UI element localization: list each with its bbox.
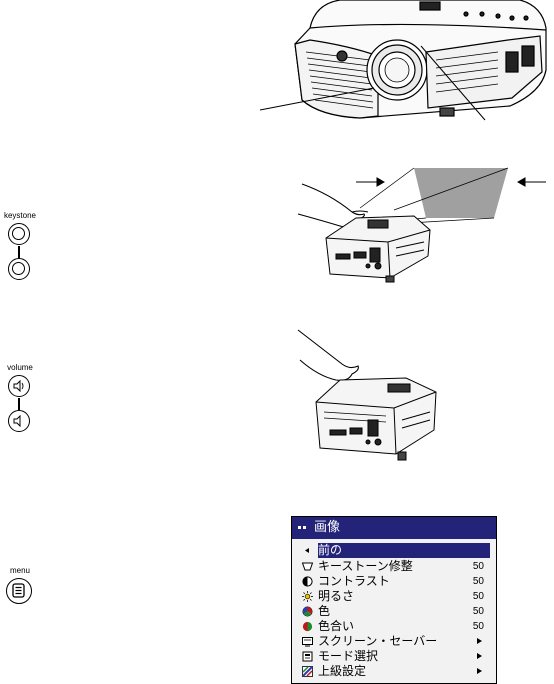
menu-item-value: 50 (473, 559, 484, 574)
osd-picture-menu: 画像 前の キーストーン修整 50 コントラスト 50 (291, 516, 497, 684)
menu-button-label: menu (0, 566, 40, 575)
keystone-up-button[interactable] (8, 223, 30, 245)
menu-item-value: 50 (473, 574, 484, 589)
keystone-button-connector (18, 246, 20, 258)
menu-item-label: 明るさ (318, 589, 354, 604)
menu-item-value: 50 (473, 619, 484, 634)
keystone-icon (302, 561, 313, 572)
menu-item-value: 50 (473, 604, 484, 619)
menu-item-mode-select[interactable]: モード選択 (292, 649, 496, 664)
submenu-arrow-icon (477, 653, 482, 659)
menu-item-label: コントラスト (318, 574, 390, 589)
speaker-down-icon (13, 415, 25, 427)
menu-list-icon (11, 583, 26, 598)
speaker-up-icon (13, 380, 25, 392)
volume-up-button[interactable] (8, 375, 30, 397)
menu-item-advanced-settings[interactable]: 上級設定 (292, 664, 496, 679)
volume-button-connector (18, 398, 20, 410)
advanced-settings-icon (302, 666, 313, 677)
menu-item-label: キーストーン修整 (318, 559, 413, 574)
volume-down-button[interactable] (8, 410, 30, 432)
mode-select-icon (302, 651, 313, 662)
contrast-icon (302, 576, 313, 587)
menu-item-contrast[interactable]: コントラスト 50 (292, 574, 496, 589)
menu-button[interactable] (6, 578, 32, 604)
volume-button-label: volume (0, 363, 40, 372)
menu-item-back[interactable]: 前の (292, 543, 496, 558)
projector-lens-illustration (250, 0, 554, 140)
submenu-arrow-icon (477, 638, 482, 644)
menu-dots-icon (298, 526, 307, 529)
osd-menu-title: 画像 (314, 517, 340, 539)
volume-adjust-illustration (296, 320, 466, 470)
menu-item-label: スクリーン・セーバー (318, 634, 437, 649)
keystone-down-button[interactable] (8, 258, 30, 280)
menu-item-color[interactable]: 色 50 (292, 604, 496, 619)
menu-item-label: モード選択 (318, 649, 378, 664)
submenu-arrow-icon (477, 668, 482, 674)
menu-item-label: 色合い (318, 619, 354, 634)
tint-icon (302, 621, 313, 632)
menu-item-brightness[interactable]: 明るさ 50 (292, 589, 496, 604)
menu-item-tint[interactable]: 色合い 50 (292, 619, 496, 634)
menu-item-keystone[interactable]: キーストーン修整 50 (292, 559, 496, 574)
left-arrow-icon (302, 545, 313, 556)
menu-item-label: 前の (318, 543, 490, 558)
screen-saver-icon (302, 636, 313, 647)
keystone-button-label: keystone (0, 211, 40, 220)
osd-menu-title-bar: 画像 (292, 517, 496, 539)
keystone-up-icon (12, 227, 25, 240)
color-icon (302, 606, 313, 617)
brightness-icon (302, 591, 313, 602)
keystone-projection-illustration (296, 160, 554, 300)
menu-item-label: 上級設定 (318, 664, 366, 679)
menu-item-screen-saver[interactable]: スクリーン・セーバー (292, 634, 496, 649)
menu-item-label: 色 (318, 604, 330, 619)
menu-item-value: 50 (473, 589, 484, 604)
keystone-down-icon (12, 262, 25, 275)
